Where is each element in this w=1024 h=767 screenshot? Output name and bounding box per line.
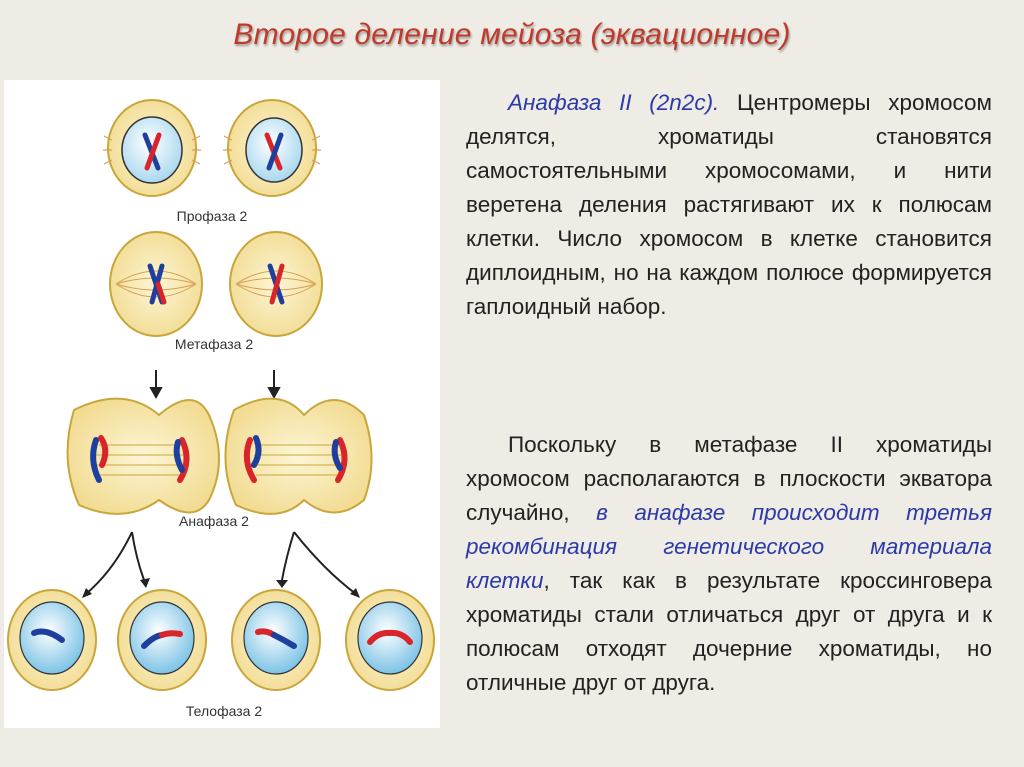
telophase-cell-3 <box>231 589 321 691</box>
prophase-cell-left <box>103 99 201 197</box>
paragraph-body: Центромеры хромосом делятся, хроматиды с… <box>466 90 992 319</box>
label-metaphase: Метафаза 2 <box>175 336 253 352</box>
paragraph-recombination: Поскольку в метафазе II хроматиды хромос… <box>466 428 992 700</box>
label-telophase: Телофаза 2 <box>186 703 262 719</box>
paragraph-anaphase: Анафаза II (2n2c). Центромеры хромосом д… <box>466 86 992 324</box>
metaphase-cell-right <box>229 231 323 337</box>
arrows-metaphase-to-anaphase <box>149 370 281 400</box>
anaphase-cell-left <box>66 397 220 515</box>
paragraph-highlight: в анафазе происходит третья рекомбинация… <box>466 500 992 593</box>
label-anaphase: Анафаза 2 <box>179 513 249 529</box>
meiosis-diagram: Профаза 2 Метафаза 2 <box>7 99 435 719</box>
arrows-anaphase-to-telophase <box>85 531 357 595</box>
slide-title: Второе деление мейоза (эквационное) <box>233 18 791 51</box>
paragraph-lead: Анафаза II (2n2c). <box>508 90 720 115</box>
telophase-cell-1 <box>7 589 97 691</box>
meiosis-figure: Профаза 2 Метафаза 2 <box>4 80 440 728</box>
paragraph-body-start: Поскольку в метафазе II хроматиды хромос… <box>466 432 992 525</box>
paragraph-body-end: , так как в результате кроссинговера хро… <box>466 568 992 695</box>
label-prophase: Профаза 2 <box>177 208 248 224</box>
arrowheads <box>82 578 360 598</box>
prophase-cell-right <box>223 99 321 197</box>
telophase-cell-2 <box>117 589 207 691</box>
anaphase-cell-right <box>224 397 373 515</box>
telophase-cell-4 <box>345 589 435 691</box>
metaphase-cell-left <box>109 231 203 337</box>
